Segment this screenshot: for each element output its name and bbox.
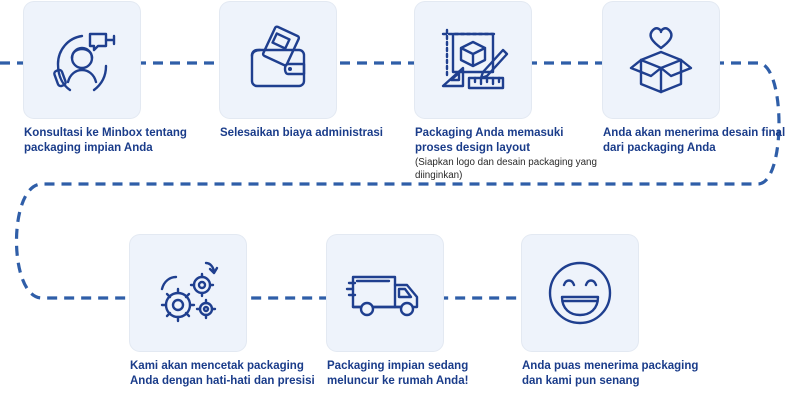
step-card: [130, 235, 246, 351]
delivery-truck-icon: [345, 275, 419, 317]
step-design-layout: Packaging Anda memasuki proses design la…: [415, 2, 600, 182]
step-payment: Selesaikan biaya administrasi: [220, 2, 405, 141]
heart-box-icon: [629, 27, 693, 94]
step-card: [220, 2, 336, 118]
step-satisfaction: Anda puas menerima packaging dan kami pu…: [522, 235, 707, 388]
design-layout-icon: [441, 28, 509, 90]
step-card: [24, 2, 140, 118]
step-label: Kami akan mencetak packaging Anda dengan…: [130, 360, 315, 387]
step-label: Packaging impian sedang meluncur ke ruma…: [327, 360, 469, 387]
step-label: Anda akan menerima desain final dari pac…: [603, 127, 786, 154]
smiley-face-icon: [548, 261, 612, 325]
step-final-design: Anda akan menerima desain final dari pac…: [603, 2, 788, 155]
step-card: [603, 2, 719, 118]
step-label: Konsultasi ke Minbox tentang packaging i…: [24, 127, 187, 154]
step-printing: Kami akan mencetak packaging Anda dengan…: [130, 235, 315, 388]
step-label: Packaging Anda memasuki proses design la…: [415, 126, 600, 182]
step-label: Anda puas menerima packaging dan kami pu…: [522, 360, 699, 387]
step-consultation: Konsultasi ke Minbox tentang packaging i…: [24, 2, 209, 155]
gears-icon: [160, 261, 219, 323]
headset-icon: [53, 32, 116, 92]
step-delivery: Packaging impian sedang meluncur ke ruma…: [327, 235, 512, 388]
step-label-main: Packaging Anda memasuki proses design la…: [415, 127, 564, 154]
step-card: [327, 235, 443, 351]
step-note: (Siapkan logo dan desain packaging yang …: [415, 157, 597, 181]
wallet-icon: [250, 25, 306, 88]
step-label: Selesaikan biaya administrasi: [220, 127, 384, 139]
step-card: [415, 2, 531, 118]
step-card: [522, 235, 638, 351]
